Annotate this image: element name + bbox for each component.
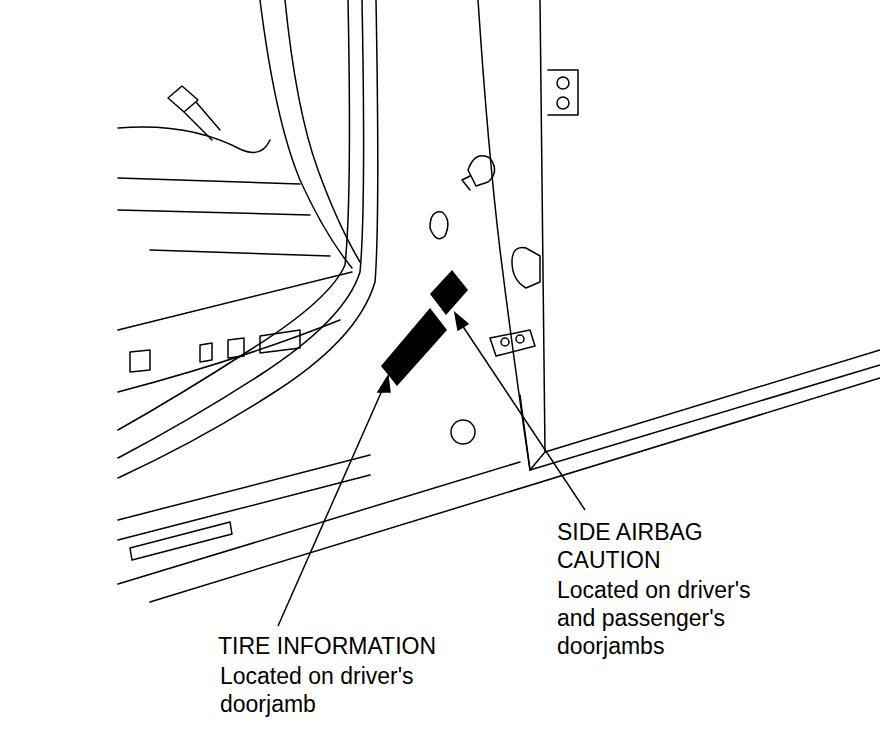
caption-heading: TIRE INFORMATION: [218, 632, 518, 660]
caption-heading: SIDE AIRBAG CAUTION: [557, 518, 717, 574]
caption-note: Located on driver's doorjamb: [220, 662, 440, 718]
caption-note: Located on driver's and passenger's door…: [557, 576, 785, 660]
